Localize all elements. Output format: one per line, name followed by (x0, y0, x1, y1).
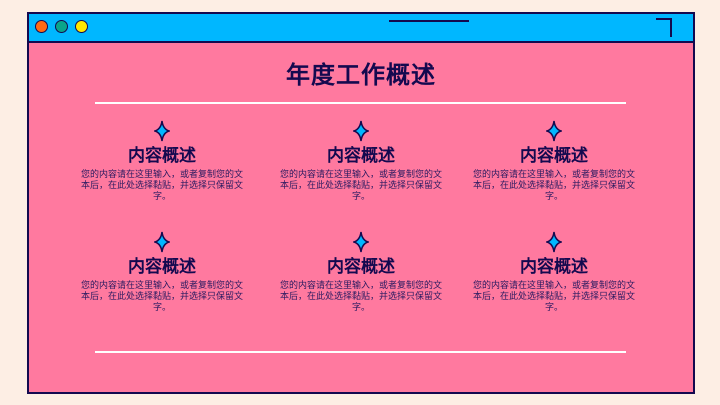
page-title: 年度工作概述 (286, 61, 436, 89)
slide-window-frame: 年度工作概述 内容概述 您的内容请在这里输入，或者复制您的文本后，在此处选择黏贴… (27, 12, 695, 394)
sparkle-star-icon (353, 231, 369, 253)
card-title: 内容概述 (520, 146, 588, 166)
window-titlebar (29, 14, 693, 43)
sparkle-star-icon (154, 120, 170, 142)
content-card-5: 内容概述 您的内容请在这里输入，或者复制您的文本后，在此处选择黏贴，并选择只保留… (271, 231, 451, 314)
corner-bracket-icon (656, 18, 672, 37)
sparkle-star-icon (546, 231, 562, 253)
sparkle-star-icon (353, 120, 369, 142)
content-card-6: 内容概述 您的内容请在这里输入，或者复制您的文本后，在此处选择黏贴，并选择只保留… (464, 231, 644, 314)
card-title: 内容概述 (327, 257, 395, 277)
card-text: 您的内容请在这里输入，或者复制您的文本后，在此处选择黏贴，并选择只保留文字。 (279, 170, 442, 202)
top-divider (95, 102, 626, 104)
content-card-2: 内容概述 您的内容请在这里输入，或者复制您的文本后，在此处选择黏贴，并选择只保留… (271, 120, 451, 203)
sparkle-star-icon (154, 231, 170, 253)
maximize-dot-icon[interactable] (75, 20, 88, 33)
bottom-divider (95, 351, 626, 353)
card-text: 您的内容请在这里输入，或者复制您的文本后，在此处选择黏贴，并选择只保留文字。 (472, 281, 635, 313)
card-title: 内容概述 (128, 146, 196, 166)
card-text: 您的内容请在这里输入，或者复制您的文本后，在此处选择黏贴，并选择只保留文字。 (279, 281, 442, 313)
card-text: 您的内容请在这里输入，或者复制您的文本后，在此处选择黏贴，并选择只保留文字。 (472, 170, 635, 202)
close-dot-icon[interactable] (35, 20, 48, 33)
content-card-4: 内容概述 您的内容请在这里输入，或者复制您的文本后，在此处选择黏贴，并选择只保留… (72, 231, 252, 314)
card-text: 您的内容请在这里输入，或者复制您的文本后，在此处选择黏贴，并选择只保留文字。 (80, 170, 243, 202)
titlebar-line-decoration (389, 20, 469, 22)
content-card-3: 内容概述 您的内容请在这里输入，或者复制您的文本后，在此处选择黏贴，并选择只保留… (464, 120, 644, 203)
sparkle-star-icon (546, 120, 562, 142)
content-card-1: 内容概述 您的内容请在这里输入，或者复制您的文本后，在此处选择黏贴，并选择只保留… (72, 120, 252, 203)
card-text: 您的内容请在这里输入，或者复制您的文本后，在此处选择黏贴，并选择只保留文字。 (80, 281, 243, 313)
card-title: 内容概述 (520, 257, 588, 277)
minimize-dot-icon[interactable] (55, 20, 68, 33)
card-title: 内容概述 (327, 146, 395, 166)
card-title: 内容概述 (128, 257, 196, 277)
